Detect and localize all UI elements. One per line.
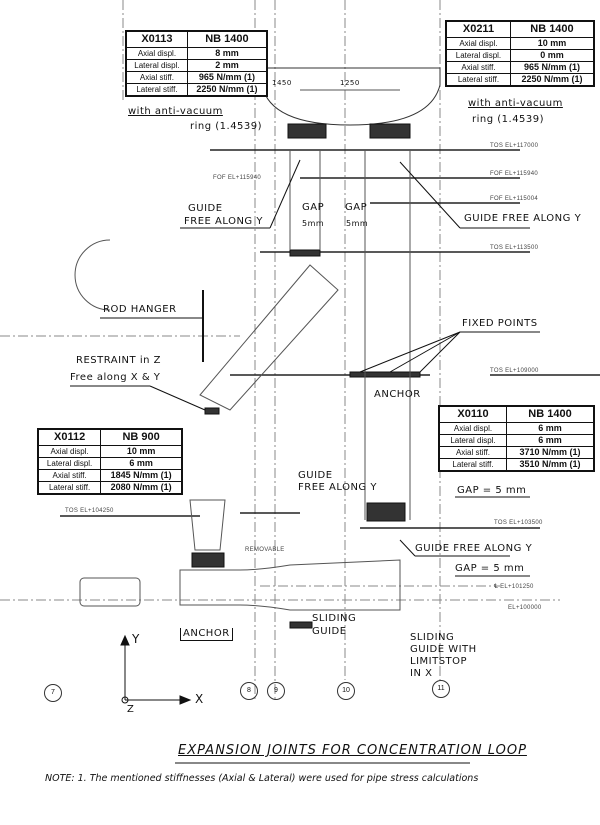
value: 2 mm [186, 59, 268, 72]
label: Axial displ. [438, 422, 507, 435]
gap-label: GAP = 5 mm [455, 563, 525, 574]
axis-x-label: X [195, 692, 204, 706]
restraint-label: Free along X & Y [70, 372, 161, 383]
value: 965 N/mm (1) [509, 61, 595, 74]
value: 10 mm [509, 37, 595, 50]
guide-label: GUIDE [188, 203, 223, 214]
joint-id: X0211 [445, 20, 511, 38]
rod-hanger-label: ROD HANGER [103, 304, 177, 315]
gap-label: GAP = 5 mm [457, 485, 527, 496]
joint-nb: NB 1400 [509, 20, 595, 38]
guide-label: GUIDE FREE ALONG Y [464, 213, 582, 224]
gap-label: GAP [302, 202, 325, 213]
label: Lateral stiff. [125, 83, 188, 97]
removable-label: REMOVABLE [245, 547, 285, 553]
elevation-label: TOS EL+113500 [490, 245, 539, 251]
guide-label: FREE ALONG Y [298, 482, 377, 493]
joint-id: X0112 [37, 428, 102, 446]
value: 965 N/mm (1) [186, 71, 268, 84]
drawing-note: NOTE: 1. The mentioned stiffnesses (Axia… [45, 773, 479, 784]
elevation-label: TOS EL+117000 [490, 143, 539, 149]
restraint-label: RESTRAINT in Z [76, 355, 161, 366]
value: 10 mm [100, 445, 183, 458]
label: Axial displ. [445, 37, 511, 50]
sliding-guide-label: GUIDE [312, 626, 347, 637]
elevation-label: FOF EL+115940 [490, 171, 538, 177]
ring-note: ring (1.4539) [472, 114, 545, 125]
sliding-guide-limitstop-label: SLIDING [410, 632, 455, 643]
fixed-points-label: FIXED POINTS [462, 318, 538, 329]
guide-label: GUIDE [298, 470, 333, 481]
value: 3510 N/mm (1) [505, 458, 595, 472]
elevation-label: TOS EL+103500 [494, 520, 543, 526]
label: Lateral displ. [445, 49, 511, 62]
sliding-guide-limitstop-label: GUIDE WITH [410, 644, 477, 655]
ring-note: ring (1.4539) [190, 121, 263, 132]
joint-nb: NB 1400 [505, 405, 595, 423]
label: Lateral displ. [125, 59, 188, 72]
label: Axial stiff. [125, 71, 188, 84]
guide-label: FREE ALONG Y [184, 216, 263, 227]
grid-marker: 7 [44, 684, 62, 702]
dimension: 1450 [272, 79, 292, 87]
elevation-label: FOF EL+115940 [213, 175, 261, 181]
grid-marker: 8 [240, 682, 258, 700]
axis-z-label: Z [127, 704, 135, 715]
sliding-guide-limitstop-label: IN X [410, 668, 433, 679]
grid-marker: 9 [267, 682, 285, 700]
elevation-label: TOS EL+109000 [490, 368, 539, 374]
value: 3710 N/mm (1) [505, 446, 595, 459]
anti-vacuum-note: with anti-vacuum [468, 98, 563, 109]
dimension: 1250 [340, 79, 360, 87]
grid-marker: 10 [337, 682, 355, 700]
label: Lateral stiff. [438, 458, 507, 472]
drawing-title: EXPANSION JOINTS FOR CONCENTRATION LOOP [178, 743, 527, 758]
label: Lateral stiff. [445, 73, 511, 87]
joint-nb: NB 1400 [186, 30, 268, 48]
gap-value: 5mm [302, 219, 325, 228]
value: 2250 N/mm (1) [186, 83, 268, 97]
value: 0 mm [509, 49, 595, 62]
value: 2250 N/mm (1) [509, 73, 595, 87]
label: Axial displ. [125, 47, 188, 60]
label: Axial stiff. [37, 469, 102, 482]
value: 2080 N/mm (1) [100, 481, 183, 495]
grid-marker: 11 [432, 680, 450, 698]
joint-id: X0110 [438, 405, 507, 423]
label: Lateral displ. [438, 434, 507, 447]
gap-value: 5mm [346, 219, 369, 228]
anchor-label: ANCHOR [180, 628, 233, 641]
anchor-label: ANCHOR [374, 389, 421, 400]
value: 6 mm [505, 434, 595, 447]
axis-y-label: Y [132, 632, 140, 646]
guide-label: GUIDE FREE ALONG Y [415, 543, 533, 554]
label: Lateral displ. [37, 457, 102, 470]
label: Axial stiff. [445, 61, 511, 74]
value: 6 mm [505, 422, 595, 435]
anti-vacuum-note: with anti-vacuum [128, 106, 223, 117]
elevation-label: FOF EL+115004 [490, 196, 538, 202]
sliding-guide-label: SLIDING [312, 613, 357, 624]
label: Lateral stiff. [37, 481, 102, 495]
sliding-guide-limitstop-label: LIMITSTOP [410, 656, 468, 667]
value: 6 mm [100, 457, 183, 470]
elevation-label: TOS EL+104250 [65, 508, 114, 514]
label: Axial stiff. [438, 446, 507, 459]
joint-id: X0113 [125, 30, 188, 48]
elevation-label: ℄ EL+101250 [494, 584, 534, 590]
joint-nb: NB 900 [100, 428, 183, 446]
value: 1845 N/mm (1) [100, 469, 183, 482]
value: 8 mm [186, 47, 268, 60]
gap-label: GAP [345, 202, 368, 213]
elevation-label: EL+100000 [508, 605, 542, 611]
label: Axial displ. [37, 445, 102, 458]
